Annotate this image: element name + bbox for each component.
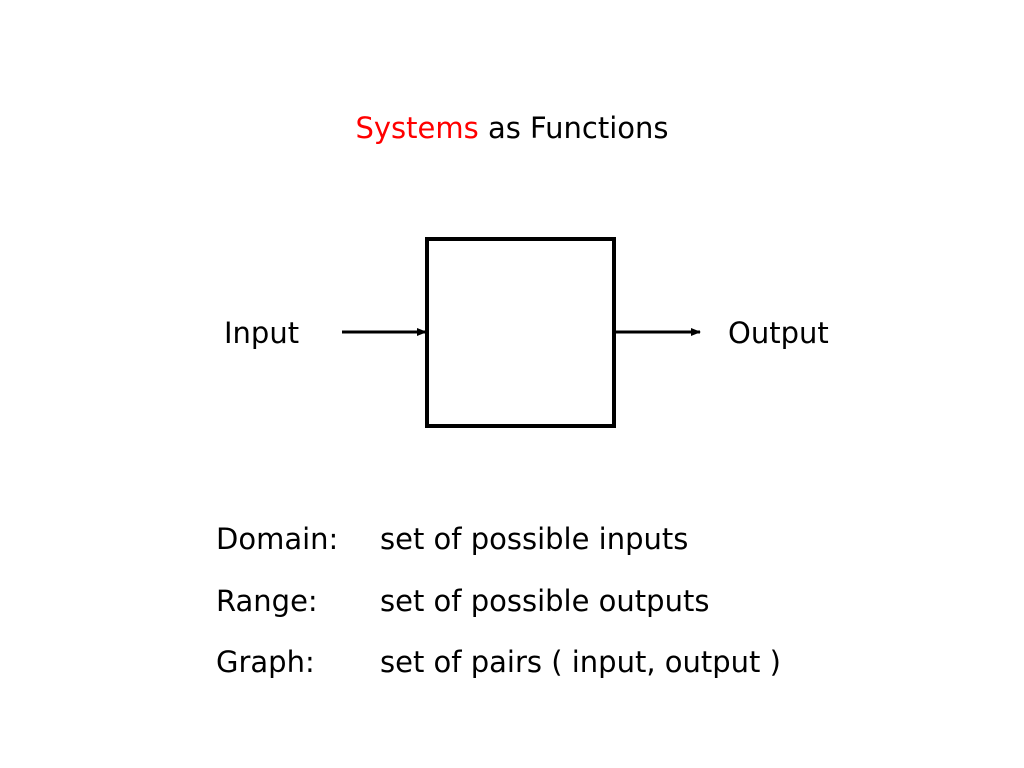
output-label: Output xyxy=(728,316,829,350)
definition-description: set of possible inputs xyxy=(380,522,689,556)
system-box xyxy=(425,237,616,428)
definition-term: Domain: xyxy=(216,522,339,556)
input-label: Input xyxy=(224,316,300,350)
definition-description: set of pairs ( input, output ) xyxy=(380,645,781,679)
title-rest: as Functions xyxy=(478,111,669,145)
slide-title: Systems as Functions xyxy=(0,108,1024,148)
definition-description: set of possible outputs xyxy=(380,584,710,618)
definition-term: Graph: xyxy=(216,645,315,679)
definition-term: Range: xyxy=(216,584,318,618)
title-highlight: Systems xyxy=(355,111,479,145)
